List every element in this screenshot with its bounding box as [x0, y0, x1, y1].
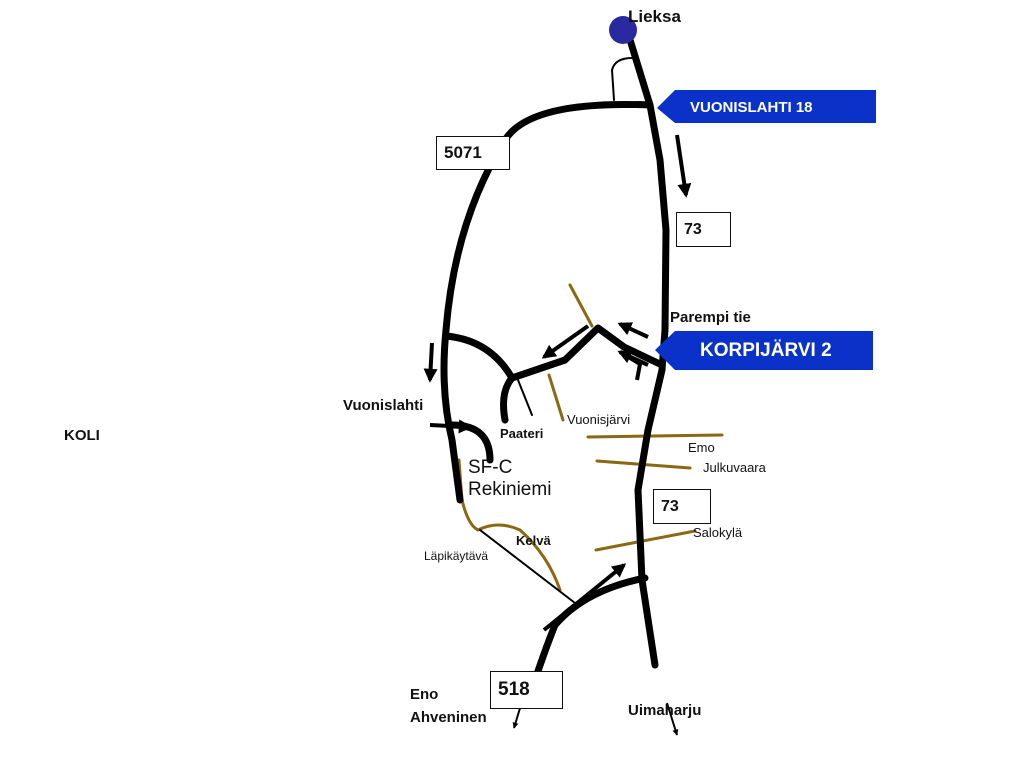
label-julkuvaara: Julkuvaara [703, 460, 766, 475]
label-parempi-tie: Parempi tie [670, 309, 751, 326]
label-emo: Emo [688, 440, 715, 455]
road-vuonisjarvi-north [568, 283, 594, 328]
label-ahveninen: Ahveninen [410, 709, 487, 726]
local-roads [457, 283, 724, 592]
road-paateri-spur [517, 379, 533, 416]
road-vuonislahti-village [442, 332, 516, 382]
label-sfc-line1: SF-C [468, 457, 513, 478]
label-sfc: SF-C Rekiniemi [468, 457, 551, 501]
direction-arrows [423, 134, 692, 736]
label-eno: Eno [410, 686, 439, 703]
road-shield-5071: 5071 [436, 136, 510, 170]
label-salokyla: Salokylä [693, 525, 743, 540]
road-518 [531, 574, 649, 684]
road-5071 [440, 100, 654, 504]
road-emo [586, 433, 724, 439]
label-lieksa: Lieksa [628, 7, 681, 26]
main-roads [440, 26, 670, 684]
minor-roads [479, 57, 633, 604]
city-marker-icon [609, 16, 637, 44]
road-lapikaytava [479, 529, 576, 604]
arrow-northeast-icon [542, 563, 627, 632]
sign-vuonislahti: VUONISLAHTI 18 [690, 98, 813, 116]
road-rekiniemi [457, 458, 562, 592]
arrow-uimaharju-icon [666, 702, 679, 736]
arrow-south-icon [675, 134, 692, 198]
sign-vuonislahti-shape [657, 90, 876, 123]
label-uimaharju: Uimaharju [628, 702, 702, 719]
label-paateri: Paateri [500, 426, 544, 441]
label-kelva: Kelvä [516, 533, 551, 548]
label-vuonisjarvi: Vuonisjärvi [567, 412, 631, 427]
arrow-korpijarvi-west-icon [617, 322, 649, 339]
arrow-korpijarvi-bracket-icon [618, 350, 643, 381]
sign-korpijarvi-shape [655, 331, 873, 370]
label-koli: KOLI [64, 427, 100, 444]
road-lieksa-loop [610, 57, 633, 101]
label-sfc-line2: Rekiniemi [468, 478, 552, 500]
road-salokyla [594, 529, 697, 552]
road-shield-73-south: 73 [653, 489, 711, 524]
sign-korpijarvi: KORPIJÄRVI 2 [700, 340, 832, 361]
arrow-rekiniemi-turn-icon [429, 419, 473, 434]
label-vuonislahti: Vuonislahti [343, 397, 424, 414]
arrow-paateri-icon [541, 324, 590, 359]
road-vuonisjarvi-south [547, 373, 565, 422]
road-shield-73-north: 73 [676, 212, 731, 247]
road-shield-518: 518 [490, 671, 563, 709]
arrow-vuonislahti-south-icon [423, 342, 438, 383]
road-korpijarvi [500, 324, 666, 424]
road-vuonislahti-loop [448, 421, 494, 464]
label-lapikaytava: Läpikäytävä [424, 549, 489, 563]
